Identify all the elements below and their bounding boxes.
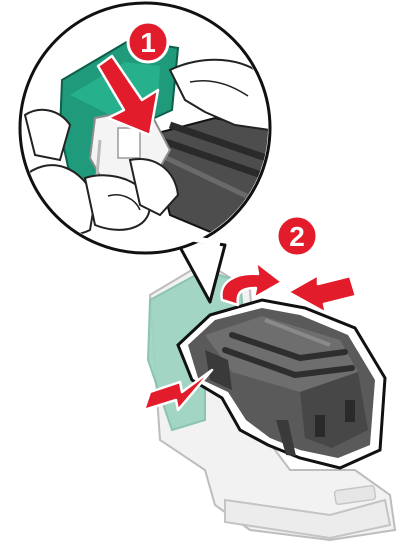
step-1-badge: 1 bbox=[128, 22, 168, 62]
step-2-number: 2 bbox=[289, 221, 305, 252]
step-1-number: 1 bbox=[140, 27, 156, 58]
curved-rotate-arrow bbox=[221, 262, 282, 305]
step-2-badge: 2 bbox=[277, 216, 317, 256]
